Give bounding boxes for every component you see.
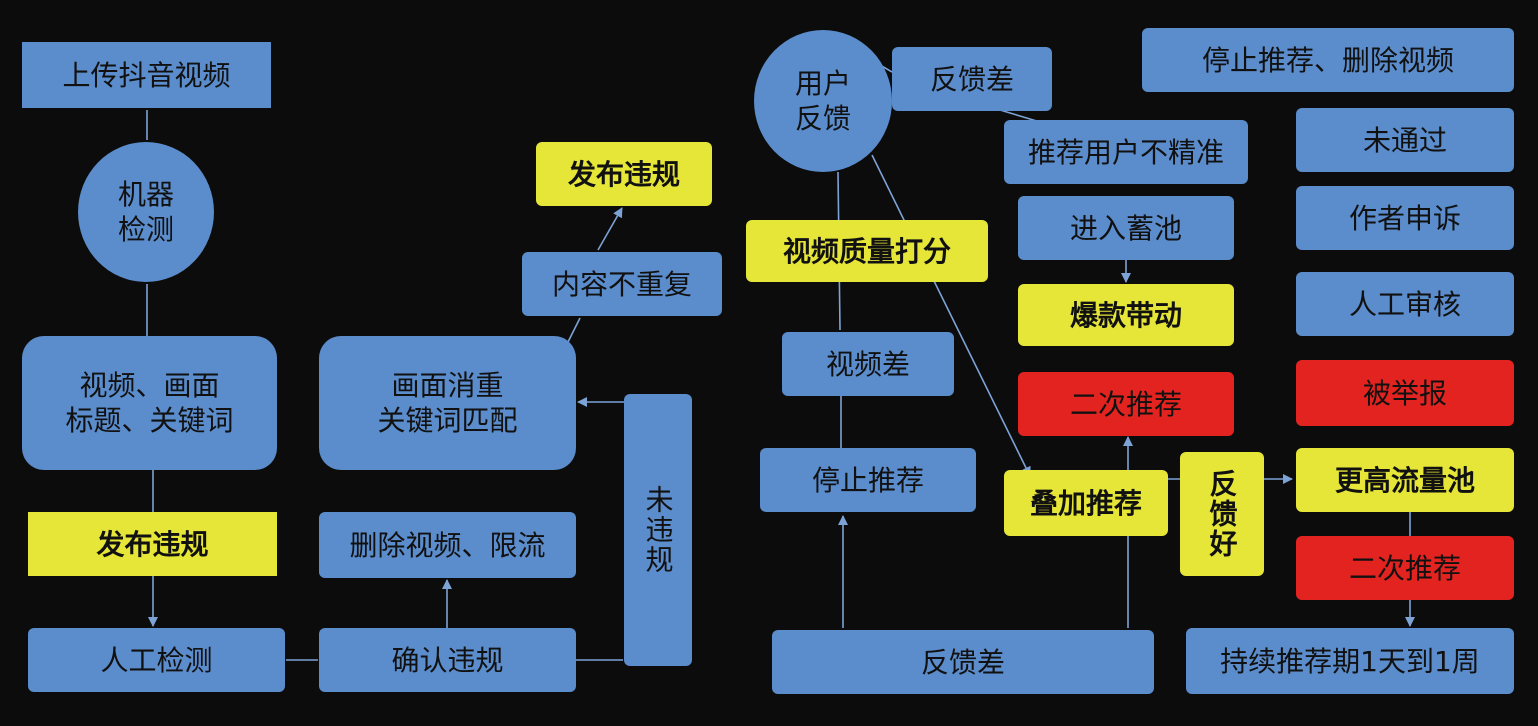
node-second-recommend-right: 二次推荐 [1296, 536, 1514, 600]
node-publish-violation-top: 发布违规 [536, 142, 712, 206]
edge-user-stack [871, 154, 1031, 477]
node-reported: 被举报 [1296, 360, 1514, 426]
node-not-violation: 未违规 [624, 394, 692, 666]
node-stop-recommend: 停止推荐 [760, 448, 976, 512]
node-manual-check: 人工检测 [28, 628, 285, 692]
node-hit-driven: 爆款带动 [1018, 284, 1234, 346]
edge-content-publish [597, 207, 623, 251]
edge-dedup-content [567, 317, 581, 343]
node-author-appeal: 作者申诉 [1296, 186, 1514, 250]
node-upload: 上传抖音视频 [22, 42, 271, 108]
node-publish-violation-left: 发布违规 [28, 512, 277, 576]
node-continuous-period: 持续推荐期1天到1周 [1186, 628, 1514, 694]
node-stack-recommend: 叠加推荐 [1004, 470, 1168, 536]
node-inaccurate-users: 推荐用户不精准 [1004, 120, 1248, 184]
node-second-recommend-mid: 二次推荐 [1018, 372, 1234, 436]
node-user-feedback: 用户 反馈 [754, 30, 892, 172]
node-enter-pool: 进入蓄池 [1018, 196, 1234, 260]
node-content-not-duplicate: 内容不重复 [522, 252, 722, 316]
node-stop-delete: 停止推荐、删除视频 [1142, 28, 1514, 92]
node-higher-pool: 更高流量池 [1296, 448, 1514, 512]
node-feedback-good: 反馈好 [1180, 452, 1264, 576]
node-not-passed: 未通过 [1296, 108, 1514, 172]
node-delete-limit: 删除视频、限流 [319, 512, 576, 578]
node-feedback-bad-top: 反馈差 [892, 47, 1052, 111]
node-video-bad: 视频差 [782, 332, 954, 396]
node-dedup-keyword-match: 画面消重 关键词匹配 [319, 336, 576, 470]
node-quality-score: 视频质量打分 [746, 220, 988, 282]
node-video-title-keywords: 视频、画面 标题、关键词 [22, 336, 277, 470]
node-confirm-violation: 确认违规 [319, 628, 576, 692]
node-machine-check: 机器 检测 [78, 142, 214, 282]
node-manual-review: 人工审核 [1296, 272, 1514, 336]
node-feedback-bad-bottom: 反馈差 [772, 630, 1154, 694]
